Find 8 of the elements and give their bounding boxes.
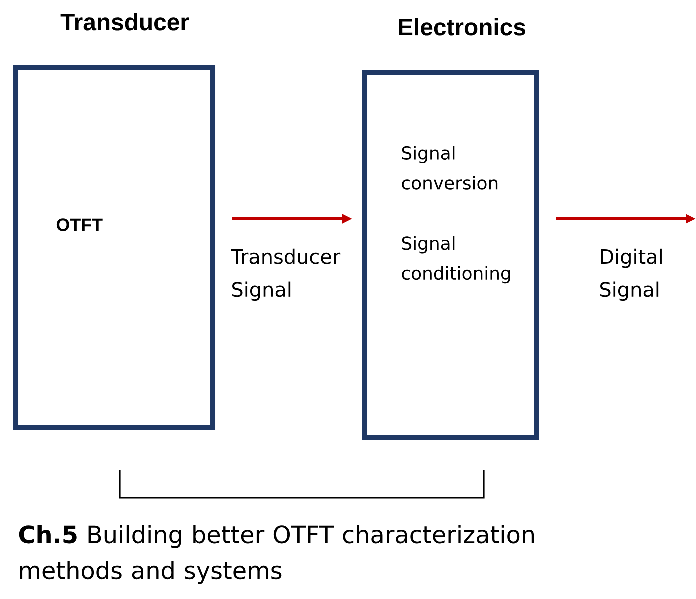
edge-label: Transducer Signal [231,248,341,302]
block-text: Signal conditioning [402,236,510,284]
edge-label: Digital Signal [600,248,662,302]
block-heading: Electronics [399,18,526,36]
block-heading: Transducer [60,13,190,31]
caption: Ch.5 Building better OTFT characterization methods and systems [19,525,534,584]
block-text: Signal conversion [402,146,498,190]
block-text: OTFT [56,218,103,232]
